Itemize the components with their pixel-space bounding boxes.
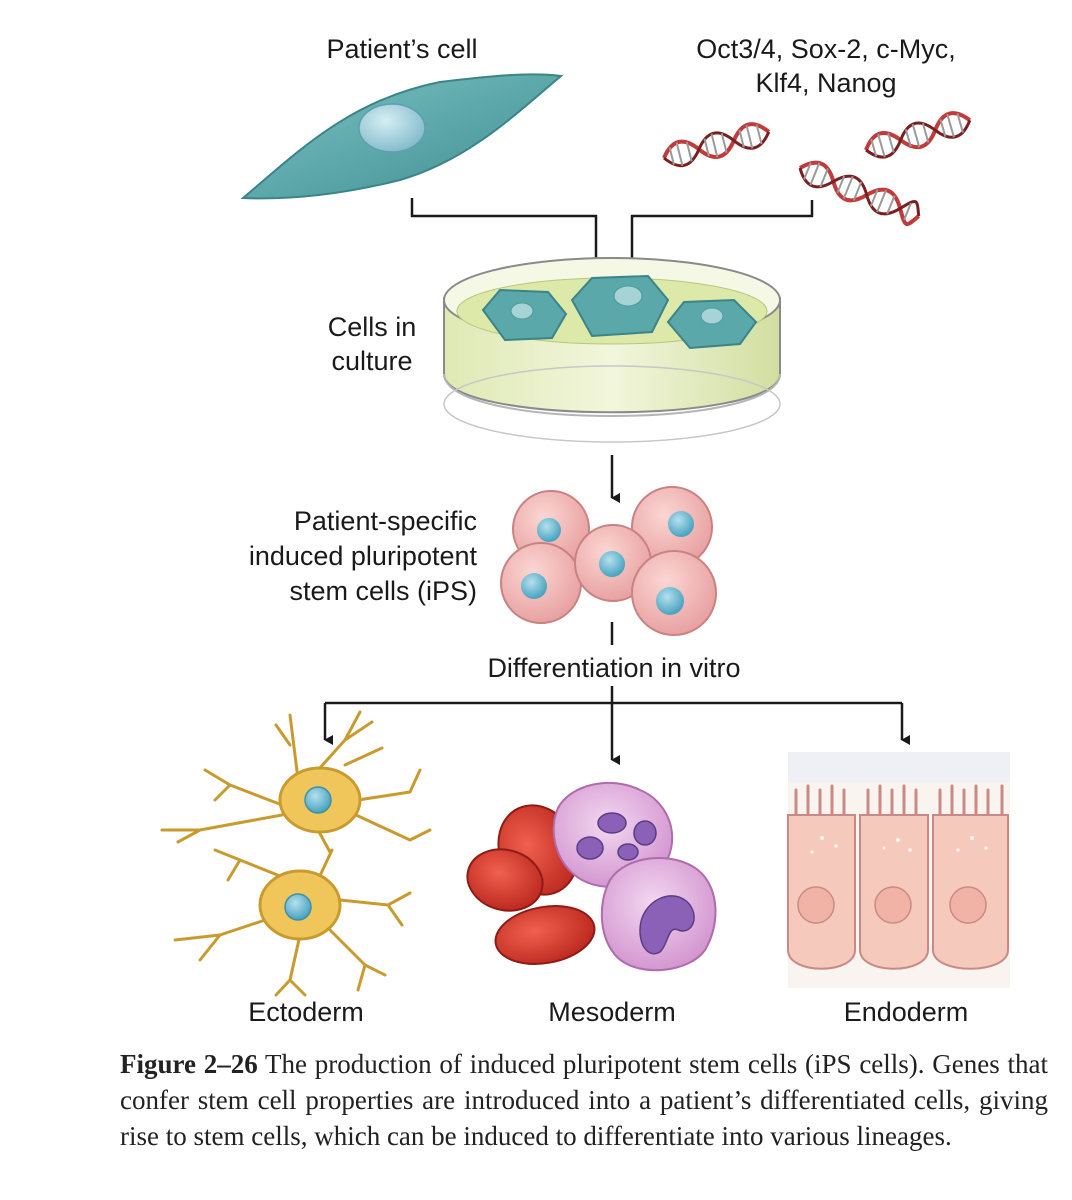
endoderm-epithelium bbox=[787, 752, 1010, 988]
ips-label-line3: stem cells (iPS) bbox=[289, 576, 477, 606]
ips-label-line1: Patient-specific bbox=[294, 506, 477, 536]
differentiation-label: Differentiation in vitro bbox=[487, 653, 740, 683]
culture-cell-2-nucleus bbox=[613, 285, 643, 307]
input-arrows bbox=[410, 198, 814, 289]
ips-cell-5-nucleus bbox=[656, 587, 684, 615]
ips-cell-2-nucleus bbox=[668, 511, 694, 537]
patient-fibroblast-cell bbox=[240, 73, 564, 200]
mesoderm-blood-cells bbox=[466, 781, 717, 972]
red-blood-cell-2 bbox=[466, 848, 544, 912]
ips-cell-1-nucleus bbox=[537, 518, 561, 542]
culture-cell-1-nucleus bbox=[510, 302, 534, 320]
culture-cell-3-nucleus bbox=[700, 307, 724, 325]
ips-cell-4-nucleus bbox=[599, 551, 625, 577]
genes-label-line2: Klf4, Nanog bbox=[755, 68, 896, 98]
figure-caption: Figure 2–26 The production of induced pl… bbox=[120, 1046, 1048, 1154]
ips-cell-cluster bbox=[500, 486, 717, 636]
lumen bbox=[788, 752, 1010, 782]
mesoderm-label: Mesoderm bbox=[548, 997, 676, 1027]
endoderm-label: Endoderm bbox=[844, 997, 969, 1027]
dna-helix-3 bbox=[798, 160, 921, 226]
red-blood-cell-3 bbox=[494, 905, 596, 965]
culture-label-line1: Cells in bbox=[328, 312, 417, 342]
neuron-1 bbox=[160, 710, 432, 854]
monocyte-nucleus bbox=[639, 895, 695, 955]
differentiation-arrows bbox=[323, 686, 910, 765]
genes-label-line1: Oct3/4, Sox-2, c-Myc, bbox=[696, 34, 956, 64]
neuron-2-nucleus bbox=[284, 893, 312, 921]
ips-cell-3-nucleus bbox=[521, 573, 547, 599]
microvilli bbox=[794, 784, 1004, 822]
culture-cells bbox=[481, 274, 758, 350]
dna-helices bbox=[662, 111, 972, 226]
petri-dish bbox=[443, 257, 781, 443]
neuron-2 bbox=[173, 848, 412, 997]
dna-helix-1 bbox=[662, 122, 771, 168]
culture-label-line2: culture bbox=[331, 346, 412, 376]
figure-caption-label: Figure 2–26 bbox=[120, 1049, 258, 1079]
neutrophil-nucleus-lobes bbox=[576, 812, 657, 861]
dna-helix-2 bbox=[864, 111, 972, 159]
ectoderm-neurons bbox=[160, 710, 432, 997]
fibroblast-nucleus bbox=[358, 103, 426, 153]
epithelial-nuclei bbox=[797, 886, 987, 924]
ips-label-line2: induced pluripotent bbox=[249, 541, 478, 571]
ips-diagram: Patient’s cell Oct3/4, Sox-2, c-Myc, Klf… bbox=[160, 34, 1010, 1027]
ectoderm-label: Ectoderm bbox=[248, 997, 364, 1027]
figure-caption-text: The production of induced pluripotent st… bbox=[120, 1049, 1048, 1151]
neuron-1-nucleus bbox=[304, 786, 332, 814]
culture-cell-2 bbox=[570, 274, 670, 338]
epithelial-granules bbox=[810, 836, 988, 854]
patient-cell-label: Patient’s cell bbox=[326, 34, 477, 64]
